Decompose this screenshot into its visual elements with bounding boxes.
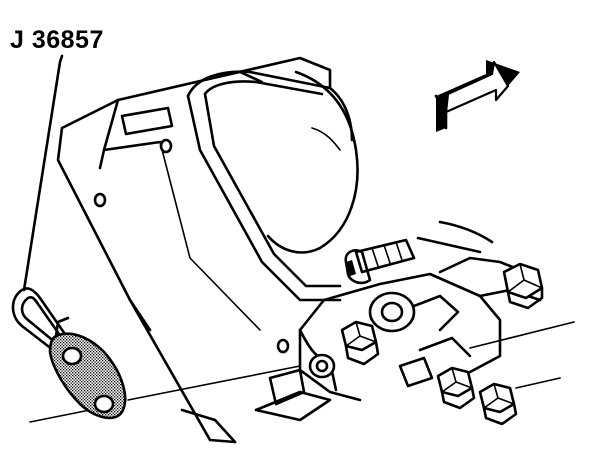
bolt-upper-right [502,262,544,310]
bolt-center [340,320,380,366]
manifold-gasket [186,70,359,302]
special-tool [11,287,127,420]
tool-callout-label: J 36857 [10,26,104,54]
bolt-hole [276,338,290,354]
arrow-icon [434,60,520,132]
bolt-hole [159,138,173,154]
threaded-stud [344,220,494,285]
engine-block [56,56,332,444]
bolt-hole [93,192,107,208]
washer-plate [398,356,434,388]
callout-leader-line [22,54,64,292]
bolt-lower-right [478,382,518,426]
bolt-lower-middle [436,366,476,410]
